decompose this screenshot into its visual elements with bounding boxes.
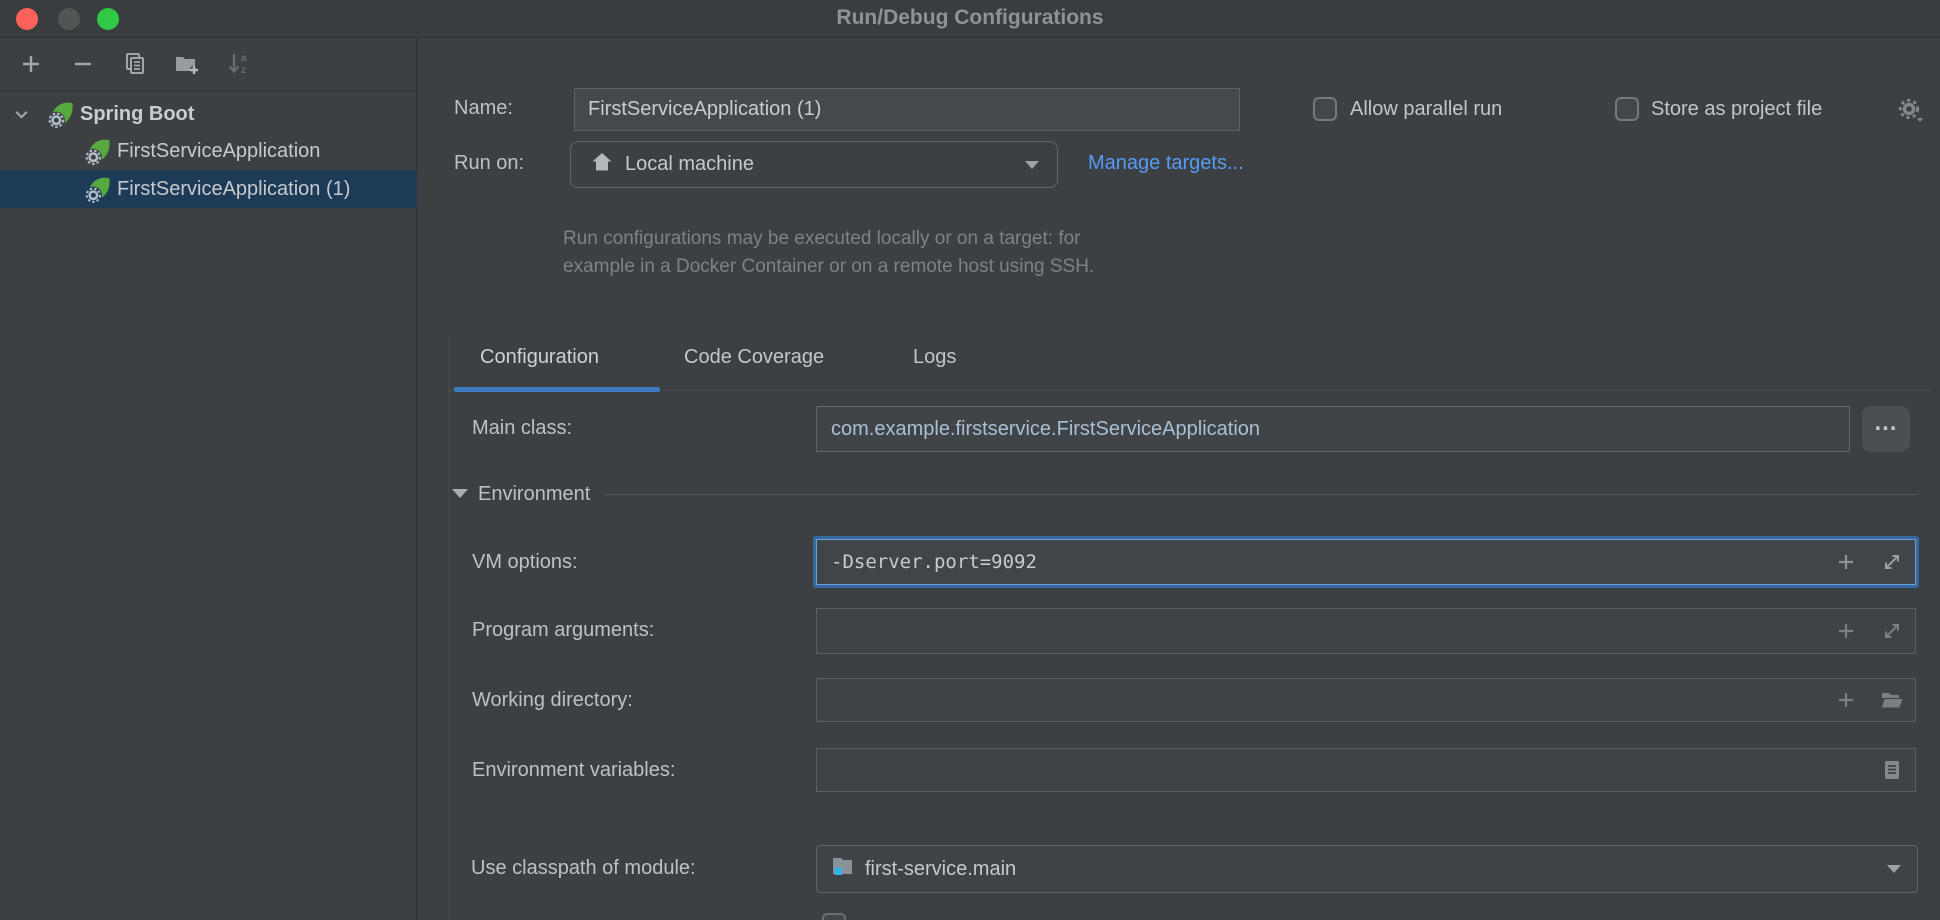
copy-configuration-button[interactable] bbox=[118, 47, 152, 81]
tree-group-label: Spring Boot bbox=[80, 103, 195, 125]
store-as-project-file-label: Store as project file bbox=[1651, 98, 1823, 120]
main-class-field[interactable]: com.example.firstservice.FirstServiceApp… bbox=[816, 406, 1850, 452]
open-folder-icon[interactable] bbox=[1879, 687, 1905, 713]
svg-text:a: a bbox=[241, 53, 247, 64]
chevron-down-icon bbox=[1887, 865, 1901, 873]
allow-parallel-run-label: Allow parallel run bbox=[1350, 98, 1503, 120]
close-window-button[interactable] bbox=[16, 8, 38, 30]
remove-icon bbox=[72, 53, 94, 75]
svg-text:z: z bbox=[241, 65, 246, 76]
browse-main-class-button[interactable]: … bbox=[1862, 406, 1910, 452]
titlebar: Run/Debug Configurations bbox=[0, 0, 1940, 38]
tree-item-first-service-application[interactable]: FirstServiceApplication bbox=[0, 133, 417, 170]
active-tab-underline bbox=[454, 387, 660, 392]
environment-section-label[interactable]: Environment bbox=[478, 483, 591, 505]
program-arguments-label: Program arguments: bbox=[472, 619, 655, 641]
main-class-value: com.example.firstservice.FirstServiceApp… bbox=[831, 417, 1261, 440]
program-arguments-field[interactable] bbox=[816, 608, 1916, 654]
run-on-help-line-2: example in a Docker Container or on a re… bbox=[563, 256, 1095, 277]
add-icon[interactable] bbox=[1833, 687, 1859, 713]
add-icon[interactable] bbox=[1833, 618, 1859, 644]
new-folder-icon bbox=[174, 52, 200, 76]
use-classpath-value: first-service.main bbox=[865, 857, 1017, 880]
add-configuration-button[interactable] bbox=[14, 47, 48, 81]
manage-targets-link[interactable]: Manage targets... bbox=[1088, 152, 1244, 174]
working-directory-field[interactable] bbox=[816, 678, 1916, 722]
module-icon bbox=[830, 854, 855, 884]
name-input[interactable] bbox=[574, 88, 1240, 131]
store-as-project-file-checkbox[interactable] bbox=[1615, 97, 1639, 121]
store-as-project-file-settings-button[interactable] bbox=[1896, 96, 1924, 130]
list-icon[interactable] bbox=[1879, 757, 1905, 783]
use-classpath-select[interactable]: first-service.main bbox=[816, 845, 1918, 893]
run-on-help-line-1: Run configurations may be executed local… bbox=[563, 228, 1081, 249]
spring-boot-icon bbox=[47, 100, 76, 129]
ellipsis-icon: … bbox=[1873, 409, 1899, 436]
environment-variables-label: Environment variables: bbox=[472, 759, 676, 781]
tab-logs[interactable]: Logs bbox=[913, 346, 957, 368]
panel-left-divider bbox=[448, 336, 449, 920]
gear-icon bbox=[1896, 98, 1924, 129]
house-icon bbox=[591, 151, 613, 179]
environment-variables-field[interactable] bbox=[816, 748, 1916, 792]
window-title: Run/Debug Configurations bbox=[836, 6, 1104, 29]
configurations-sidebar: a z Spring Boot bbox=[0, 38, 417, 920]
expand-icon[interactable] bbox=[1879, 618, 1905, 644]
working-directory-label: Working directory: bbox=[472, 689, 633, 711]
add-icon[interactable] bbox=[1833, 549, 1859, 575]
name-label: Name: bbox=[454, 97, 513, 119]
add-icon bbox=[20, 53, 42, 75]
vm-options-field[interactable]: -Dserver.port=9092 bbox=[816, 539, 1916, 585]
copy-icon bbox=[123, 52, 147, 76]
sidebar-toolbar: a z bbox=[0, 38, 416, 91]
use-classpath-label: Use classpath of module: bbox=[471, 857, 696, 879]
main-class-label: Main class: bbox=[472, 417, 573, 439]
tab-configuration[interactable]: Configuration bbox=[480, 346, 599, 368]
sort-configurations-button[interactable]: a z bbox=[222, 47, 256, 81]
run-on-select[interactable]: Local machine bbox=[570, 141, 1058, 188]
sort-az-icon: a z bbox=[226, 51, 252, 77]
run-on-value: Local machine bbox=[625, 153, 754, 175]
tabbar-divider bbox=[448, 390, 1930, 391]
tree-group-spring-boot[interactable]: Spring Boot bbox=[0, 96, 417, 133]
chevron-down-icon[interactable] bbox=[13, 106, 30, 123]
new-folder-button[interactable] bbox=[170, 47, 204, 81]
run-on-label: Run on: bbox=[454, 152, 525, 174]
spring-boot-icon bbox=[84, 175, 113, 204]
vm-options-label: VM options: bbox=[472, 551, 578, 573]
tab-code-coverage[interactable]: Code Coverage bbox=[684, 346, 825, 368]
minimize-window-button[interactable] bbox=[58, 8, 80, 30]
spring-boot-icon bbox=[84, 137, 113, 166]
vm-options-value: -Dserver.port=9092 bbox=[831, 551, 1037, 573]
cutoff-checkbox[interactable] bbox=[822, 913, 846, 920]
allow-parallel-run-checkbox[interactable] bbox=[1313, 97, 1337, 121]
environment-collapse-triangle-icon[interactable] bbox=[452, 489, 468, 498]
tree-item-label: FirstServiceApplication bbox=[117, 140, 321, 162]
tree-item-first-service-application-1[interactable]: FirstServiceApplication (1) bbox=[0, 170, 417, 208]
chevron-down-icon bbox=[1025, 160, 1039, 169]
expand-icon[interactable] bbox=[1879, 549, 1905, 575]
remove-configuration-button[interactable] bbox=[66, 47, 100, 81]
tree-item-label: FirstServiceApplication (1) bbox=[117, 177, 351, 200]
zoom-window-button[interactable] bbox=[97, 8, 119, 30]
environment-section-rule bbox=[604, 494, 1918, 495]
